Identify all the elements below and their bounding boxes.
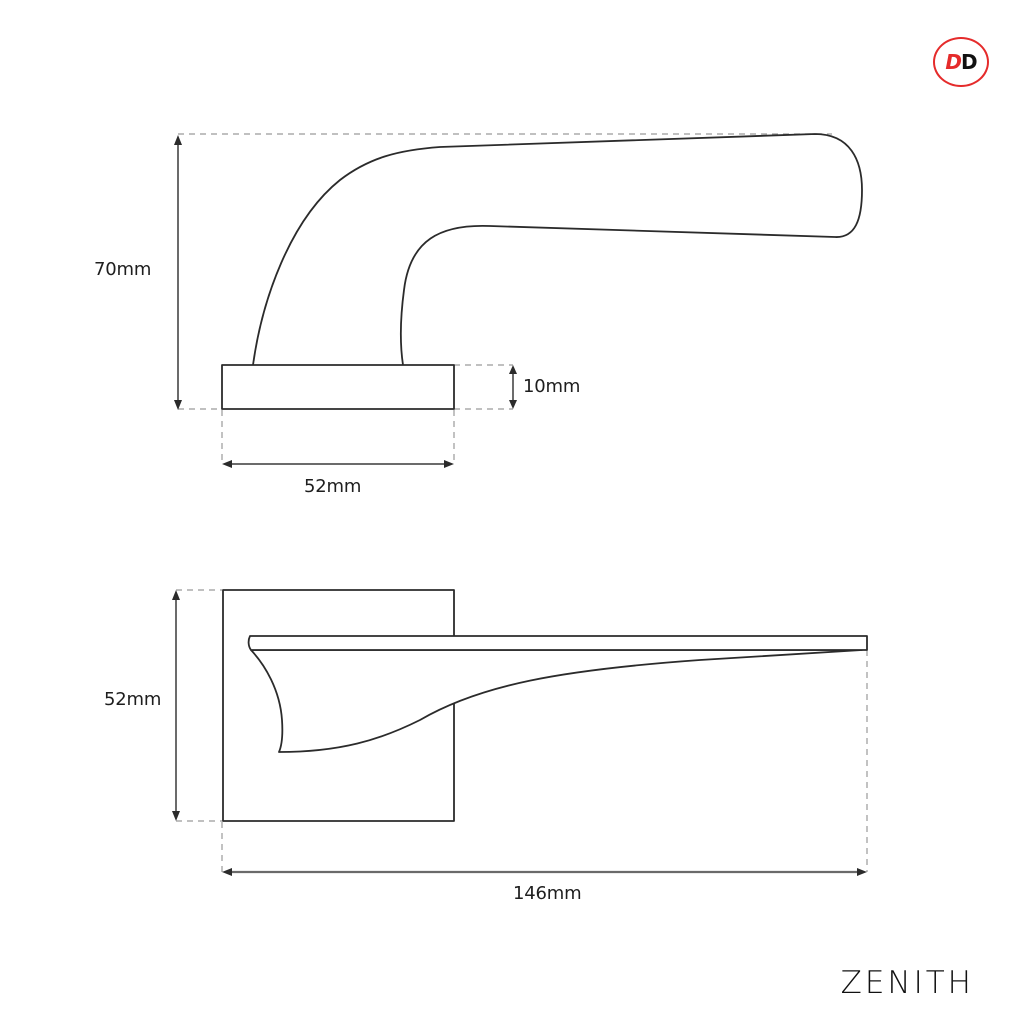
top-view <box>172 589 868 876</box>
dim-label-overall-height: 70mm <box>94 259 152 280</box>
dim-label-overall-length: 146mm <box>513 883 582 904</box>
logo-letter-black: D <box>961 50 978 74</box>
rose-side <box>221 364 455 410</box>
logo-letter-red: D <box>945 50 962 74</box>
lever-outline-side <box>252 133 863 366</box>
arrow-down-icon <box>174 400 182 410</box>
lever-body-top <box>250 649 863 753</box>
arrow-up-icon <box>174 135 182 145</box>
arrow-right-icon <box>857 868 867 876</box>
arrow-up-icon <box>172 590 180 600</box>
arrow-left-icon <box>222 460 232 468</box>
dim-label-rose-width: 52mm <box>304 476 362 497</box>
side-view <box>174 133 863 468</box>
arrow-down-icon <box>509 400 517 409</box>
product-name: ZENITH <box>840 965 974 1001</box>
dim-label-rose-square: 52mm <box>104 689 162 710</box>
arrow-left-icon <box>222 868 232 876</box>
arrow-down-icon <box>172 811 180 821</box>
lever-plate-top <box>247 635 868 651</box>
dim-label-rose-height: 10mm <box>523 376 581 397</box>
arrow-right-icon <box>444 460 454 468</box>
arrow-up-icon <box>509 365 517 374</box>
